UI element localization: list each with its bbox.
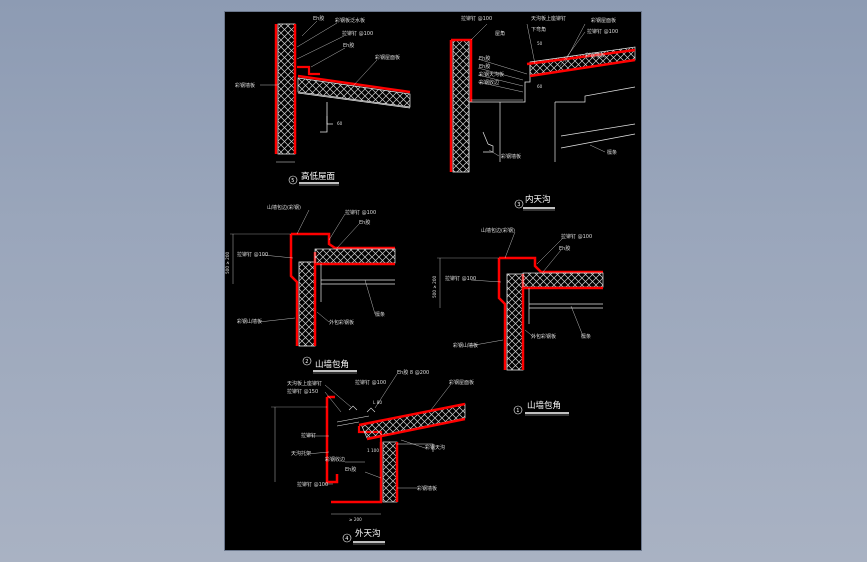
label: 1 100: [367, 448, 379, 453]
wall-insulation-panel: [277, 23, 296, 155]
label: 檩条: [607, 149, 617, 156]
label: 天沟托架: [291, 450, 311, 457]
detail-title: 内天沟: [525, 194, 551, 205]
label: 拉铆钉: [301, 432, 316, 439]
detail-number-circle: [513, 405, 523, 415]
label: 天沟板上座铆钉: [287, 380, 322, 387]
gable-flashing: [499, 256, 603, 274]
purlin: [326, 102, 333, 125]
roof-panel: [522, 272, 604, 288]
label: Eh胶 8 @200: [397, 369, 429, 376]
detail-number-circle: [302, 356, 312, 366]
label: 拉铆钉 @100: [342, 30, 373, 37]
detail-3-inner-gutter: 拉铆钉 @100 天沟板上座铆钉 彩钢屋面板 屋角 下弯角 50 拉铆钉 @10…: [449, 15, 636, 211]
label: 彩钢墙板: [235, 82, 255, 89]
roof-panel: [297, 77, 411, 108]
label: 500 ≥ 200: [225, 252, 230, 274]
label: 外包彩钢板: [531, 333, 556, 340]
label: 拉铆钉 @150: [287, 388, 318, 395]
label: ≥ 200: [349, 517, 362, 522]
gutter-plate: [469, 64, 531, 103]
label: 彩钢屋面板: [375, 54, 400, 61]
label: 彩钢收边: [325, 456, 345, 463]
label: 檩条: [581, 333, 591, 340]
label: Eh胶: [559, 245, 570, 252]
gable-flashing: [291, 232, 395, 250]
label: 拉铆钉 @100: [297, 481, 328, 488]
detail-1-gable-corner: 山墙包边(彩钢) 拉铆钉 @100 Eh胶 拉铆钉 @100 彩钢山墙板 外包彩…: [432, 227, 604, 416]
detail-title: 山墙包角: [527, 400, 561, 411]
label: Eh胶: [479, 63, 490, 70]
label: 山墙包边(彩钢): [481, 227, 515, 234]
wall-insulation-panel: [298, 261, 316, 347]
label: 拉铆钉 @100: [587, 28, 618, 35]
label: 彩钢屋面板: [449, 379, 474, 386]
label: 500 ≥ 200: [432, 276, 437, 298]
label: Eh胶: [345, 466, 356, 473]
label: L 80: [373, 400, 382, 405]
label: 檩条: [375, 311, 385, 318]
label: 拉铆钉 @100: [355, 379, 386, 386]
detail-5-high-low-roof: Eh胶 彩钢板泛水板 拉铆钉 @100 Eh胶 彩钢屋面板 彩钢墙板 60 5 …: [235, 15, 411, 186]
detail-4-outer-gutter: 天沟板上座铆钉 拉铆钉 @150 Eh胶 8 @200 拉铆钉 @100 彩钢屋…: [271, 369, 474, 545]
label: 彩钢山墙板: [237, 318, 262, 325]
label: 外包彩钢板: [329, 319, 354, 326]
label: Eh胶: [479, 55, 490, 62]
detail-title: 外天沟: [355, 528, 381, 539]
label: 屋角: [495, 30, 505, 37]
label: 彩钢天沟板: [479, 71, 504, 78]
label: 拉铆钉 @100: [445, 275, 476, 282]
label: 彩钢墙板: [501, 153, 521, 160]
wall-insulation-panel: [506, 273, 524, 371]
label: Eh胶: [313, 15, 324, 22]
label: 彩钢山墙板: [453, 342, 478, 349]
label: 彩钢墙板: [417, 485, 437, 492]
label: 彩钢天沟: [425, 444, 445, 451]
label: 拉铆钉 @100: [461, 15, 492, 22]
label: 彩钢屋面板: [591, 17, 616, 24]
detail-number: 1: [516, 408, 519, 414]
detail-number: 4: [345, 536, 348, 542]
wall-insulation-panel: [382, 441, 398, 503]
detail-number-circle: [342, 533, 352, 543]
detail-number: 2: [305, 359, 308, 365]
roof-panel: [314, 248, 396, 264]
cad-drawing-sheet: Eh胶 彩钢板泛水板 拉铆钉 @100 Eh胶 彩钢屋面板 彩钢墙板 60 5 …: [225, 12, 641, 550]
label: 50: [537, 41, 543, 46]
label: 拉铆钉 @100: [561, 233, 592, 240]
label: Eh胶: [359, 219, 370, 226]
label: Eh胶: [343, 42, 354, 49]
label: 天沟板上座铆钉: [531, 15, 566, 22]
wall-insulation-panel: [452, 39, 470, 173]
detail-number: 5: [291, 178, 294, 184]
label: 拉铆钉 @100: [237, 251, 268, 258]
label: 下弯角: [531, 26, 546, 33]
label: 彩钢墙板: [585, 52, 605, 59]
label: 60: [537, 84, 543, 89]
label: 拉铆钉 @100: [345, 209, 376, 216]
detail-title: 山墙包角: [315, 359, 349, 370]
detail-number: 3: [517, 202, 520, 208]
cad-detail-drawings: Eh胶 彩钢板泛水板 拉铆钉 @100 Eh胶 彩钢屋面板 彩钢墙板 60 5 …: [225, 15, 636, 545]
label: 60: [337, 121, 343, 126]
label: 山墙包边(彩钢): [267, 204, 301, 211]
detail-number-circle: [288, 175, 298, 185]
label: 彩钢板泛水板: [335, 17, 365, 24]
label: 彩钢收边: [479, 79, 499, 86]
detail-2-gable-corner: 山墙包边(彩钢) 拉铆钉 @100 Eh胶 拉铆钉 @100 彩钢山墙板 外包彩…: [225, 204, 396, 374]
flashing: [297, 65, 320, 76]
detail-title: 高低屋面: [301, 171, 336, 182]
gutter-outer: [325, 397, 339, 484]
detail-number-circle: [514, 199, 524, 209]
